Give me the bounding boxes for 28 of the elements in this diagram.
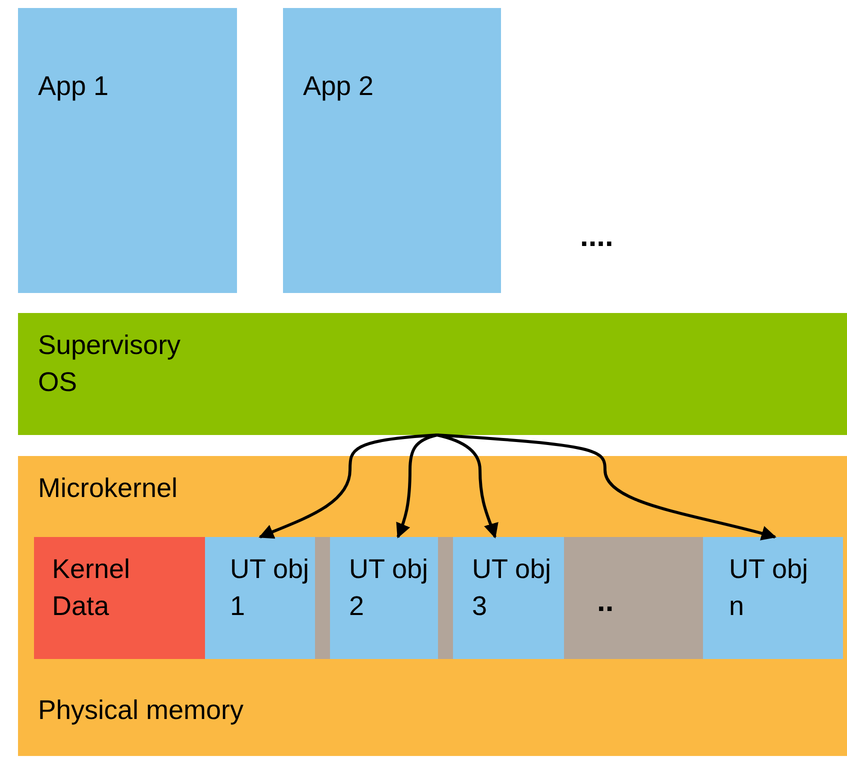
untyped-object-block [453,537,564,659]
node-label: UT obj 3 [472,553,552,623]
untyped-object-block [330,537,438,659]
node-label: App 2 [303,70,374,103]
arrow [258,434,438,539]
supervisory-os-band [18,313,847,435]
memory-gap [315,537,330,659]
node-label: Physical memory [38,694,244,727]
node-label: App 1 [38,70,109,103]
free-memory-block [564,537,703,659]
node-label: Microkernel [38,472,178,505]
app-box [283,8,501,293]
node-label: Supervisory OS [38,329,182,399]
node-label: UT obj 2 [349,553,430,623]
untyped-object-block [205,537,315,659]
node-label: UT obj n [729,553,810,623]
ellipsis-text: .. [597,584,614,620]
arrow [396,434,438,538]
memory-gap [438,537,453,659]
kernel-data-block [34,537,205,659]
ellipsis-text: .... [580,219,614,255]
untyped-object-block [703,537,843,659]
physical-memory-region [18,456,847,756]
node-label: Kernel Data [52,553,132,623]
arrow [436,434,776,541]
node-label: UT obj 1 [230,553,310,623]
arrow [436,434,498,538]
app-box [18,8,237,293]
